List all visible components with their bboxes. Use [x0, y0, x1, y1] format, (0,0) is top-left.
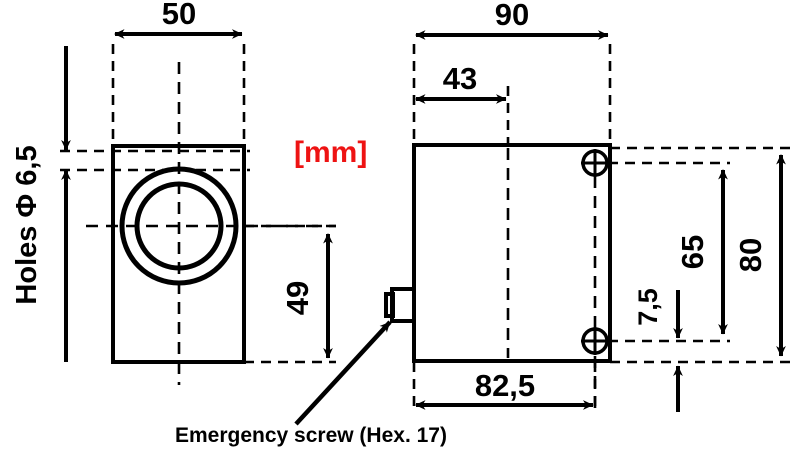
dimension-43-group: 43 [415, 61, 507, 104]
dimension-80-label: 80 [733, 238, 768, 272]
bore-inner-circle [134, 181, 224, 271]
dimension-825-label: 82,5 [475, 368, 535, 403]
dimension-825-group: 82,5 [412, 362, 597, 412]
dimension-49-label: 49 [280, 281, 315, 315]
emergency-screw-label: Emergency screw (Hex. 17) [175, 424, 447, 447]
right-dimensions-group: 65 80 7,5 [608, 146, 790, 412]
dimension-90-group: 90 [415, 0, 609, 40]
dimension-65-label: 65 [675, 235, 710, 269]
left-view-group [86, 44, 336, 385]
dimension-43-label: 43 [443, 61, 477, 96]
emergency-screw-callout-group: Emergency screw (Hex. 17) [175, 320, 447, 447]
right-view-group [384, 44, 612, 412]
emergency-screw-boss [390, 287, 416, 323]
holes-dimension-label: Holes Φ 6,5 [11, 145, 43, 304]
dimension-50-label: 50 [162, 0, 196, 31]
dimension-90-label: 90 [495, 0, 529, 32]
dimension-50-group: 50 [114, 0, 243, 39]
dimension-holes-group: Holes Φ 6,5 [11, 46, 250, 362]
emergency-screw-leader-line [294, 320, 392, 426]
dimension-75-label: 7,5 [633, 288, 663, 326]
emergency-screw-head [384, 292, 395, 318]
dimension-49-group: 49 [244, 224, 336, 364]
unit-label: [mm] [294, 136, 367, 169]
side-view-body-rect [412, 143, 612, 363]
